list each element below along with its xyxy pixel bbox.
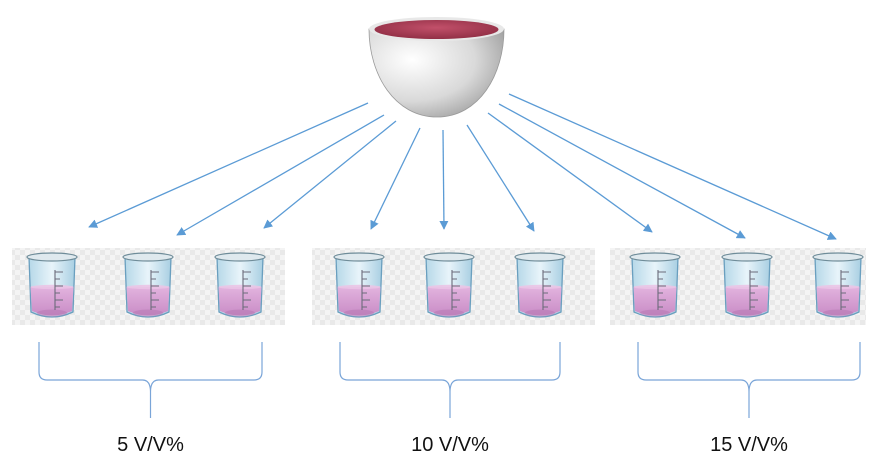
beaker-strips-layer: [12, 248, 866, 325]
flow-arrow: [487, 112, 653, 233]
beaker-icon: [629, 252, 681, 318]
group-brace: [38, 342, 263, 418]
flow-arrow: [176, 114, 385, 236]
group-label: 15 V/V%: [710, 434, 788, 456]
beaker-icon: [423, 252, 475, 318]
flow-arrow: [498, 103, 746, 239]
beaker-icon: [26, 252, 78, 318]
flow-arrow: [508, 93, 837, 240]
beaker-icon: [721, 252, 773, 318]
beaker-icon: [122, 252, 174, 318]
flow-arrow: [466, 124, 535, 232]
beaker-icon: [514, 252, 566, 318]
beaker-icon: [214, 252, 266, 318]
group-brace: [339, 342, 561, 418]
bowl-icon: [368, 17, 505, 118]
group-label: 5 V/V%: [117, 434, 184, 456]
beaker-icon: [333, 252, 385, 318]
flow-arrow: [263, 120, 397, 229]
braces-layer: [38, 342, 861, 418]
group-brace: [637, 342, 861, 418]
flow-arrow: [370, 127, 421, 230]
beaker-icon: [812, 252, 864, 318]
arrows-layer: [88, 93, 837, 240]
group-label: 10 V/V%: [411, 434, 489, 456]
flow-arrow: [88, 102, 369, 228]
flow-arrow: [439, 129, 449, 230]
